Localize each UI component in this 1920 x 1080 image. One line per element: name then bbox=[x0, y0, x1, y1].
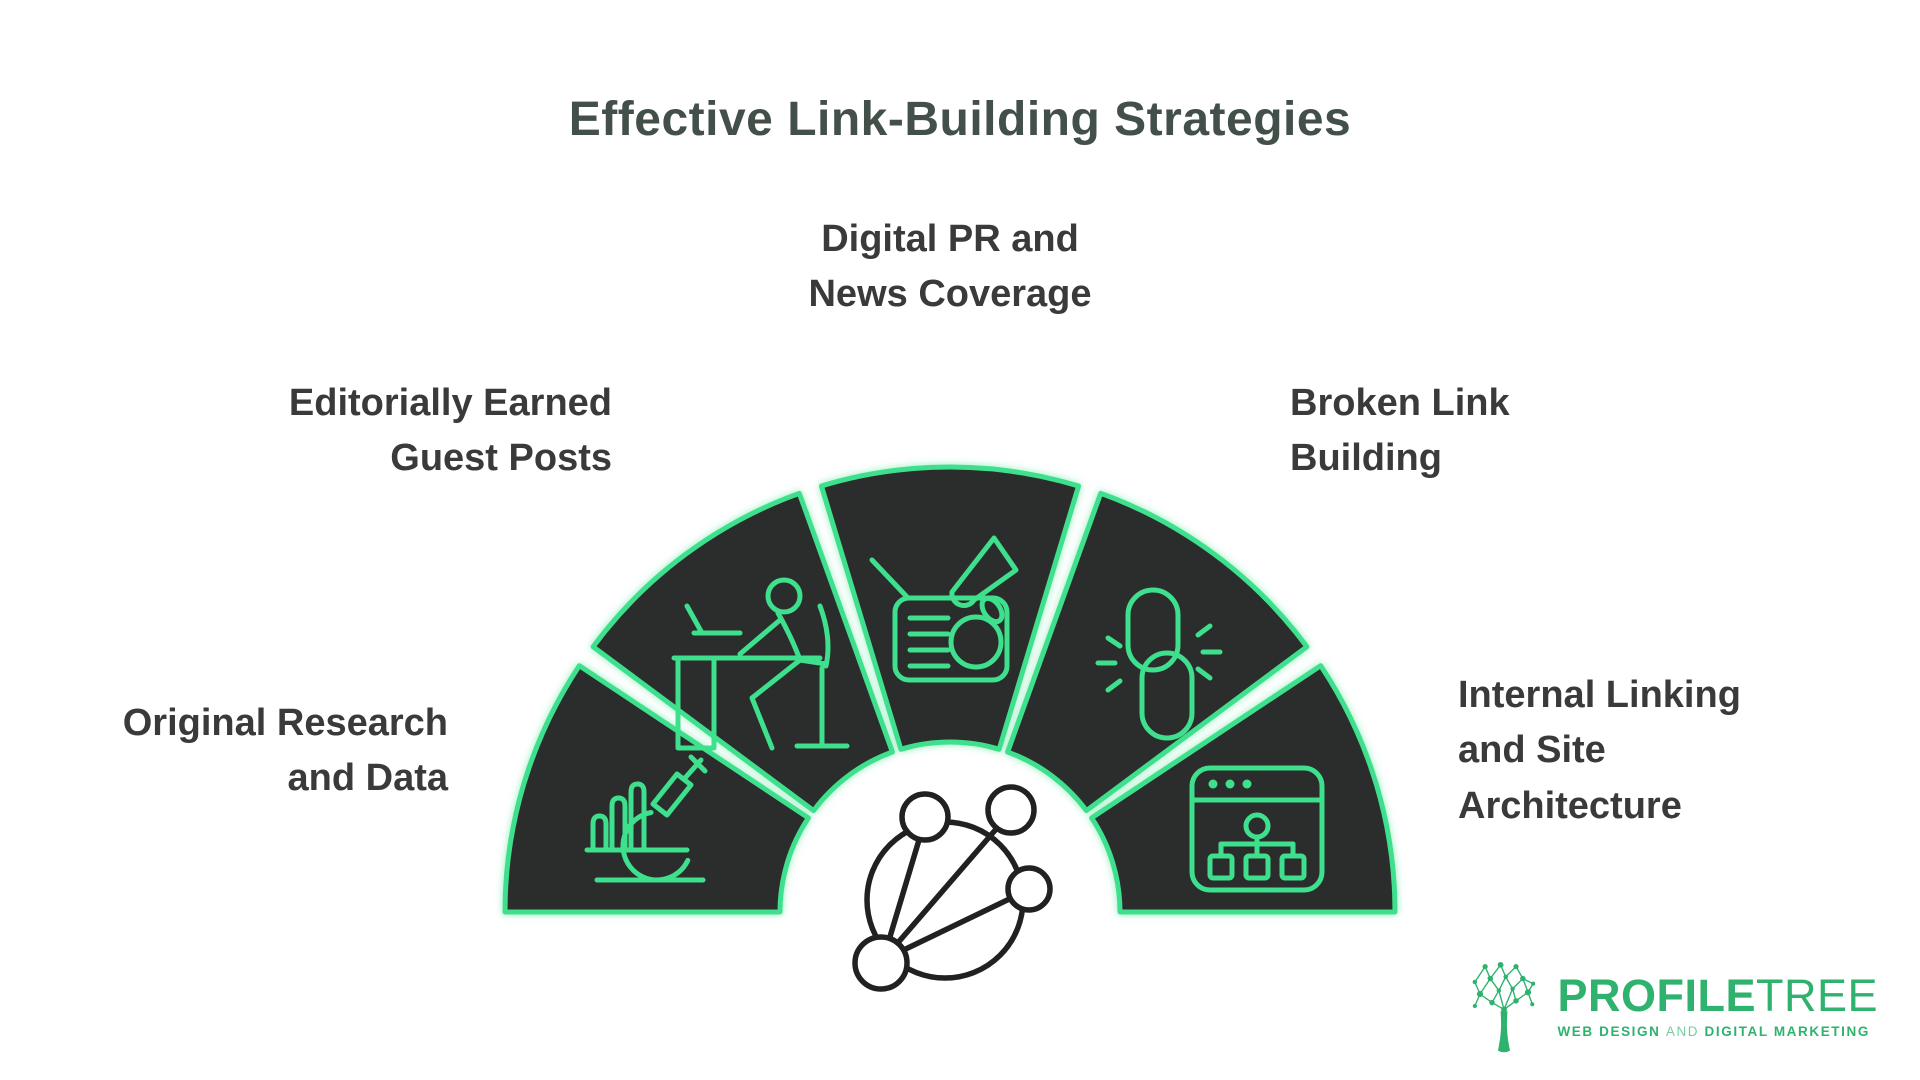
tagline-digital-marketing: DIGITAL MARKETING bbox=[1704, 1024, 1870, 1039]
label-line: Digital PR and bbox=[821, 218, 1079, 260]
label-line: Building bbox=[1290, 437, 1442, 480]
radio-megaphone-icon bbox=[869, 535, 1019, 683]
label-line: Broken Link bbox=[1290, 382, 1510, 424]
tagline-and: AND bbox=[1665, 1024, 1700, 1039]
fan-segment-digital-pr bbox=[818, 464, 1082, 752]
page-title: Effective Link-Building Strategies bbox=[568, 93, 1352, 146]
person-at-desk-icon bbox=[671, 577, 850, 751]
broken-chain-link-icon bbox=[1095, 587, 1223, 741]
fan-segment-internal-linking bbox=[1089, 663, 1398, 915]
logo-brand-light: TREE bbox=[1755, 970, 1878, 1021]
label-line: and Site bbox=[1458, 729, 1606, 772]
label-line: Guest Posts bbox=[390, 437, 612, 480]
label-line: Original Research bbox=[122, 702, 448, 744]
logo-brand-bold: PROFILE bbox=[1557, 970, 1756, 1021]
label-original-research-and-data: Original Research and Data bbox=[123, 696, 448, 807]
browser-sitemap-icon bbox=[1189, 765, 1325, 893]
network-graph-icon bbox=[852, 784, 1053, 992]
logo-tagline: WEB DESIGN AND DIGITAL MARKETING bbox=[1557, 1024, 1878, 1039]
logo-wordmark: PROFILETREE bbox=[1557, 973, 1878, 1018]
profiletree-logo: PROFILETREE WEB DESIGN AND DIGITAL MARKE… bbox=[1463, 958, 1878, 1054]
network-tree-icon bbox=[1473, 961, 1536, 1053]
logo-text: PROFILETREE WEB DESIGN AND DIGITAL MARKE… bbox=[1557, 973, 1878, 1039]
label-broken-link-building: Broken Link Building bbox=[1290, 376, 1510, 487]
label-line: Internal Linking bbox=[1458, 674, 1741, 716]
label-line: News Coverage bbox=[808, 273, 1092, 316]
label-line: Architecture bbox=[1458, 784, 1682, 827]
fan-segment-original-research bbox=[502, 663, 811, 915]
label-internal-linking-site-architecture: Internal Linking and Site Architecture bbox=[1458, 668, 1741, 834]
label-editorially-earned-guest-posts: Editorially Earned Guest Posts bbox=[289, 376, 612, 487]
fan-segment-broken-link bbox=[1005, 490, 1310, 814]
label-line: Editorially Earned bbox=[288, 382, 612, 424]
microscope-bar-chart-icon bbox=[584, 754, 708, 883]
label-line: and Data bbox=[287, 757, 448, 800]
tagline-web-design: WEB DESIGN bbox=[1557, 1024, 1661, 1039]
label-digital-pr-news-coverage: Digital PR and News Coverage bbox=[808, 212, 1091, 323]
